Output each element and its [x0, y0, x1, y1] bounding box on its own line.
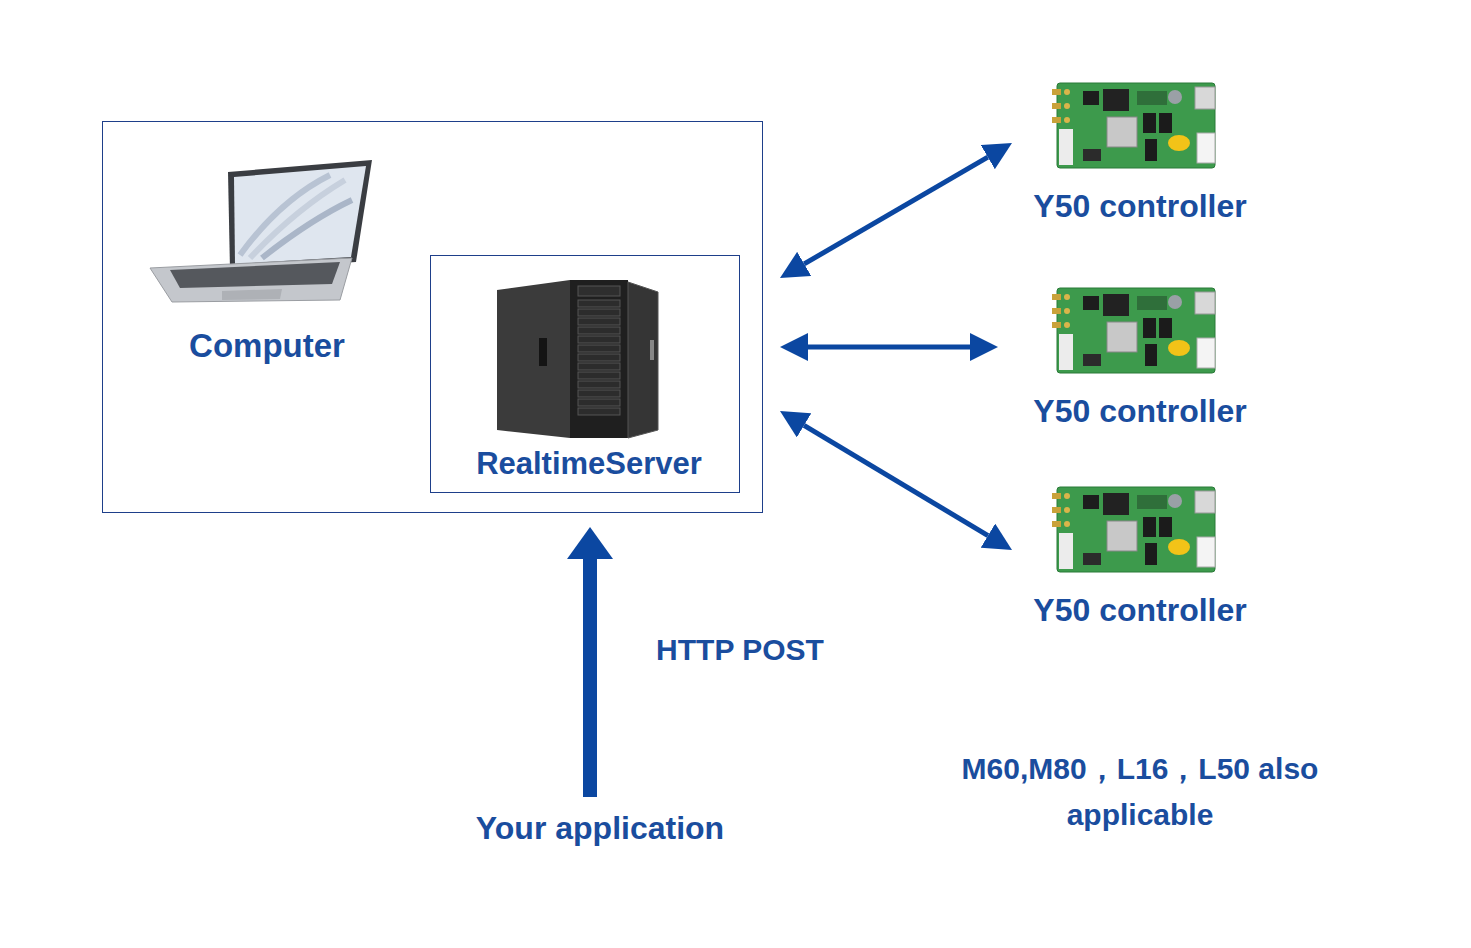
server-picture — [578, 327, 620, 334]
controller-board — [1052, 83, 1215, 168]
note-text: M60,M80，L16，L50 also applicable — [960, 746, 1320, 838]
node-label: Computer — [189, 326, 345, 366]
server-picture — [578, 408, 620, 415]
laptop-picture — [234, 166, 366, 264]
edge-label: HTTP POST — [652, 632, 828, 668]
laptop-picture — [150, 258, 352, 302]
computer-box: RealtimeServer Computer — [102, 121, 763, 513]
server-picture — [578, 381, 620, 388]
server-picture — [578, 336, 620, 343]
server-picture — [578, 300, 620, 307]
server-picture — [570, 280, 628, 438]
laptop-picture — [228, 160, 372, 270]
connector-arrow — [804, 425, 988, 535]
laptop-picture — [170, 262, 340, 288]
controller-node: Y50 controller — [1010, 80, 1270, 240]
server-picture — [578, 363, 620, 370]
laptop-picture — [250, 180, 345, 258]
connector-arrow — [808, 345, 970, 350]
server-picture — [650, 340, 654, 360]
server-picture — [578, 354, 620, 361]
controller-node: Y50 controller — [1010, 484, 1270, 644]
server-picture — [497, 280, 658, 438]
laptop-picture — [222, 289, 282, 300]
laptop-picture — [262, 200, 352, 258]
connector-arrow — [583, 559, 597, 797]
node-label: Y50 controller — [1033, 591, 1246, 629]
server-picture — [578, 399, 620, 406]
node-label: Y50 controller — [1033, 187, 1246, 225]
server-picture — [628, 282, 658, 438]
laptop-picture — [150, 160, 372, 302]
controller-board — [1052, 487, 1215, 572]
server-picture — [578, 309, 620, 316]
connector-arrow — [804, 157, 988, 264]
controller-node: Y50 controller — [1010, 285, 1270, 445]
server-picture — [578, 286, 620, 296]
app-node: Your application — [450, 805, 750, 853]
node-label: Your application — [476, 809, 724, 847]
server-picture — [578, 345, 620, 352]
node-label: Y50 controller — [1033, 392, 1246, 430]
controller-board — [1052, 288, 1215, 373]
server-box: RealtimeServer — [430, 255, 740, 493]
server-picture — [539, 338, 547, 366]
server-picture — [578, 318, 620, 325]
server-picture — [497, 280, 570, 438]
server-picture — [578, 390, 620, 397]
server-picture — [578, 372, 620, 379]
node-label: RealtimeServer — [476, 445, 702, 482]
